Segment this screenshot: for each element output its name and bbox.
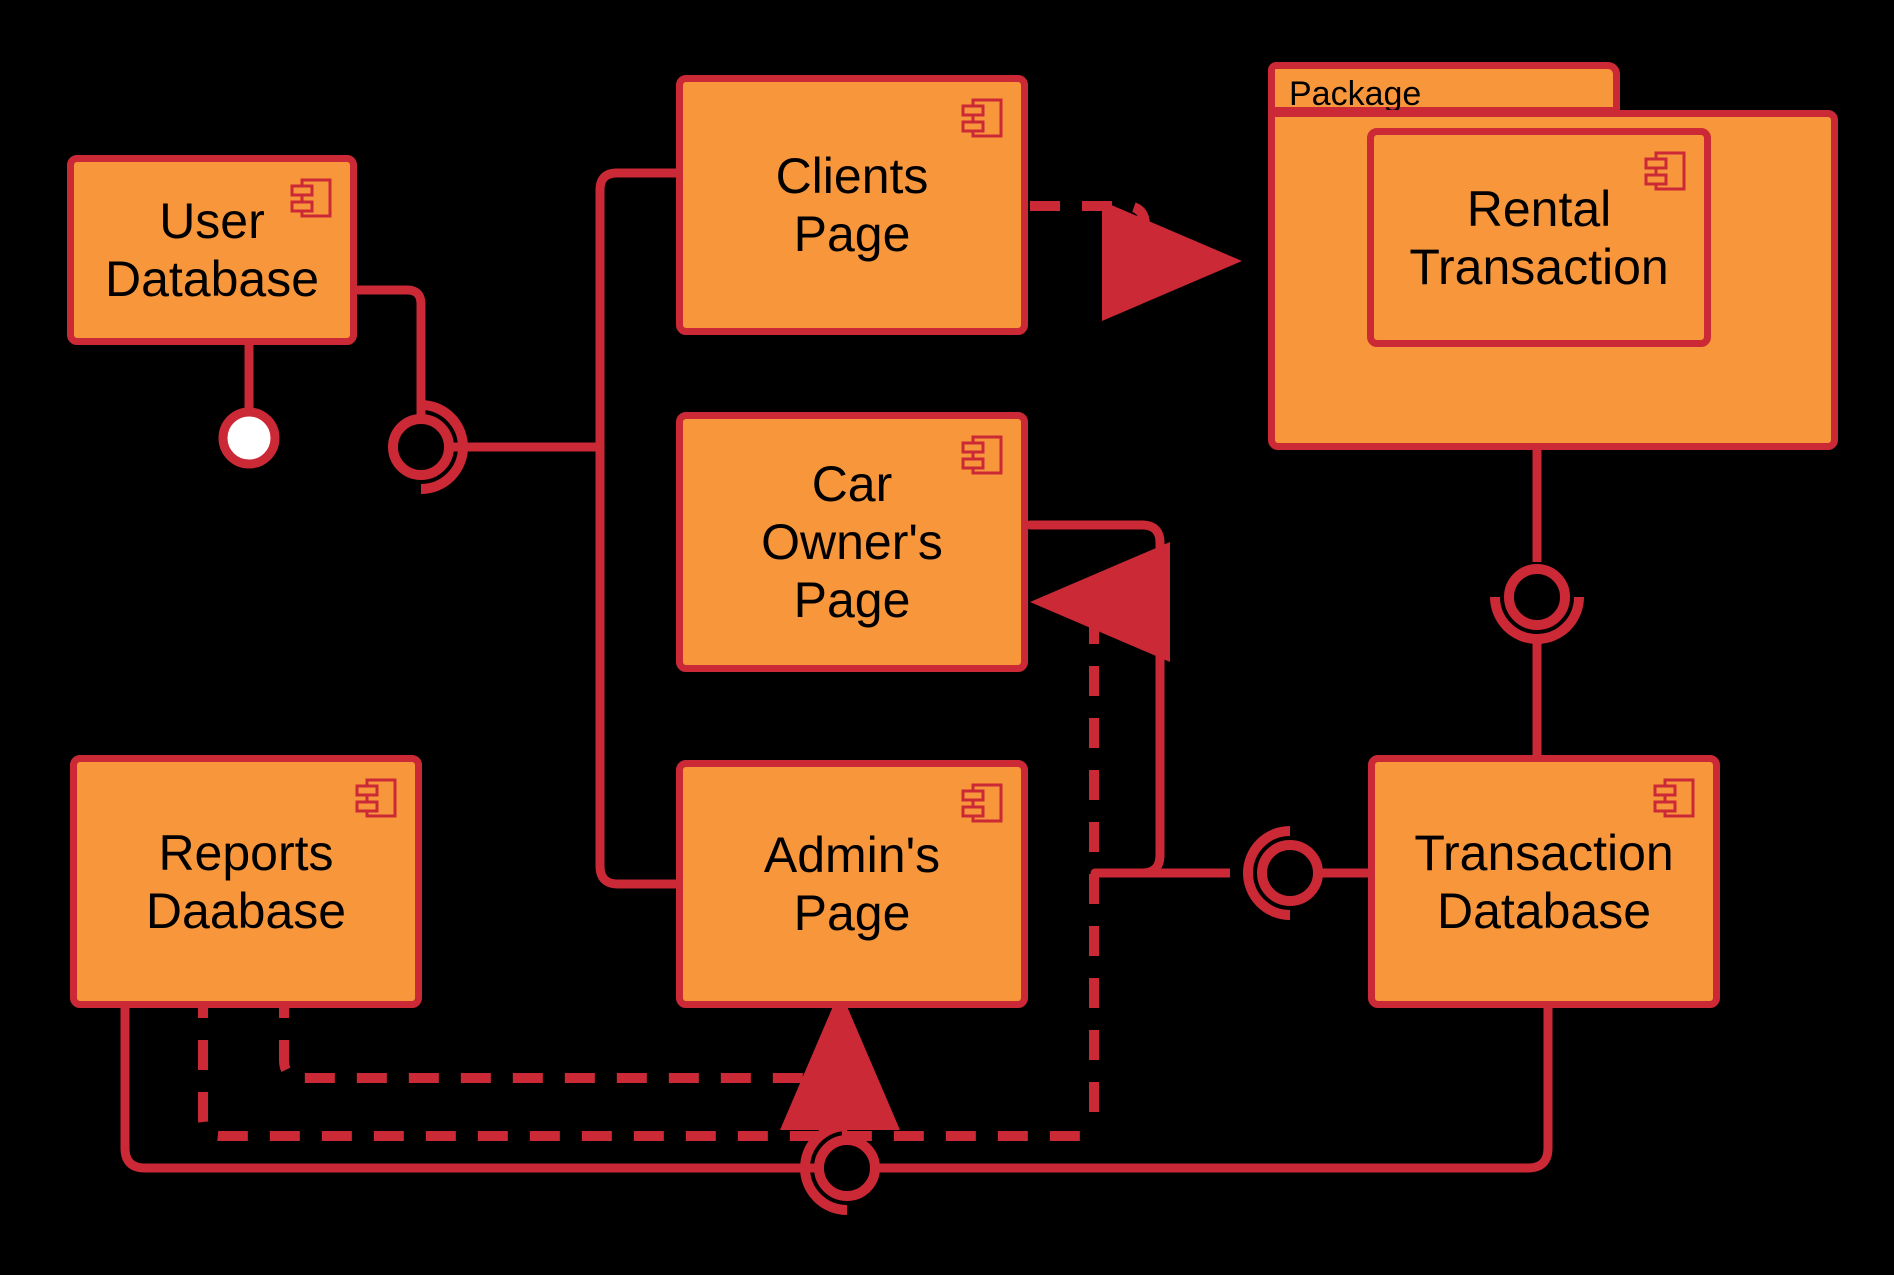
dependency-transdb-to-carowner [1030, 542, 1170, 1112]
component-user-database[interactable]: User Database [67, 155, 357, 345]
component-label: Car Owner's Page [747, 455, 957, 629]
package-tab-label: Package [1289, 75, 1422, 113]
component-label-line1: Reports [158, 824, 334, 881]
component-label: Clients Page [762, 147, 943, 263]
component-label: Transaction Database [1400, 824, 1687, 940]
component-label-line1: Admin's [763, 827, 941, 883]
package-node[interactable]: Package Rental Transaction [1268, 62, 1838, 450]
component-label-line3: Page [793, 572, 911, 628]
component-label-line2: Page [793, 206, 911, 262]
package-tab: Package [1268, 62, 1620, 114]
component-label-line1: Car [811, 456, 893, 512]
uml-component-icon [961, 783, 1003, 823]
component-label-line2: Daabase [145, 882, 347, 939]
assembly-connector-user-pages [344, 285, 600, 494]
component-label-line2: Page [793, 885, 911, 941]
component-label-line2: Database [104, 251, 320, 307]
bus-user-to-pages [595, 168, 683, 889]
uml-component-icon [961, 435, 1003, 475]
component-transaction-database[interactable]: Transaction Database [1368, 755, 1720, 1008]
dependency-clients-to-package [1030, 201, 1242, 321]
component-car-owners-page[interactable]: Car Owner's Page [676, 412, 1028, 672]
component-label-line2: Owner's [761, 514, 943, 570]
component-label: Rental Transaction [1395, 180, 1682, 296]
component-reports-database[interactable]: Reports Daabase [70, 755, 422, 1008]
component-label-line1: User [159, 193, 265, 249]
uml-component-icon [1653, 778, 1695, 818]
assembly-connector-carowner-transdb [1025, 520, 1370, 920]
assembly-connector-reports-transdb [120, 827, 1553, 1215]
component-label-line2: Transaction [1409, 238, 1669, 295]
uml-component-icon [355, 778, 397, 818]
component-label: Reports Daabase [132, 824, 360, 940]
dependency-reports-trunk [198, 832, 1094, 1141]
uml-component-icon [961, 98, 1003, 138]
component-label: Admin's Page [750, 826, 954, 942]
component-label-line2: Database [1436, 882, 1652, 939]
provided-interface-user-database [218, 342, 280, 469]
component-label-line1: Clients [775, 148, 929, 204]
component-admins-page[interactable]: Admin's Page [676, 760, 1028, 1008]
component-label-line1: Transaction [1414, 824, 1674, 881]
assembly-connector-package-transdb [1490, 450, 1584, 760]
component-label-line1: Rental [1466, 180, 1612, 237]
component-clients-page[interactable]: Clients Page [676, 75, 1028, 335]
component-label: User Database [91, 192, 333, 308]
dependency-reports-to-admins [279, 832, 900, 1130]
component-rental-transaction[interactable]: Rental Transaction [1367, 128, 1711, 347]
